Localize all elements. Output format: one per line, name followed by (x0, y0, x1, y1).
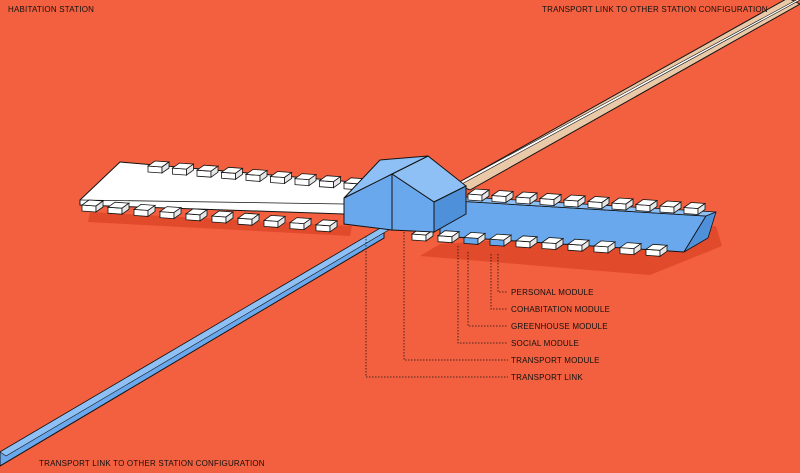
personal-module (269, 171, 293, 185)
personal-module (682, 202, 707, 216)
personal-module (610, 197, 635, 211)
personal-module (195, 164, 220, 178)
legend-greenhouse-module: GREENHOUSE MODULE (511, 322, 608, 331)
personal-module (314, 219, 339, 233)
personal-module (158, 206, 183, 220)
personal-module (514, 191, 539, 205)
personal-module (210, 210, 235, 224)
legend-transport-link: TRANSPORT LINK (511, 373, 583, 382)
personal-module (146, 160, 171, 174)
personal-module (184, 208, 209, 222)
leader-lines (365, 232, 508, 378)
personal-module (566, 238, 591, 252)
personal-module (540, 237, 565, 251)
central-transport-module (343, 155, 467, 233)
personal-module (236, 212, 261, 226)
shadow-left-wing (88, 212, 352, 236)
legend-cohabitation-module: COHABITATION MODULE (511, 305, 611, 314)
personal-module (618, 242, 643, 256)
bottom-transport-link (0, 225, 393, 467)
legend-social-module: SOCIAL MODULE (511, 339, 580, 348)
right-bottom-modules (410, 228, 669, 258)
personal-module (644, 243, 669, 258)
personal-module (466, 188, 491, 202)
right-wing (410, 188, 717, 258)
personal-module (634, 199, 659, 213)
personal-module (80, 199, 105, 213)
personal-module (658, 200, 683, 214)
legend-transport-module: TRANSPORT MODULE (511, 356, 600, 365)
personal-module (538, 193, 563, 207)
left-bottom-modules (80, 199, 339, 233)
right-top-modules (466, 188, 707, 216)
personal-module (244, 168, 269, 183)
personal-module (106, 201, 131, 215)
personal-module (514, 235, 539, 249)
personal-module (220, 166, 244, 181)
personal-module (262, 214, 287, 229)
top-transport-link-label: TRANSPORT LINK TO OTHER STATION CONFIGUR… (542, 5, 768, 14)
personal-module (592, 240, 617, 254)
personal-module (318, 175, 342, 189)
personal-module (132, 203, 157, 218)
station-title: HABITATION STATION (8, 5, 95, 14)
personal-module (462, 231, 487, 246)
personal-module (288, 217, 313, 231)
personal-module (490, 190, 515, 204)
personal-module (171, 162, 195, 176)
personal-module (488, 233, 513, 247)
personal-module (586, 196, 611, 210)
bottom-transport-link-label: TRANSPORT LINK TO OTHER STATION CONFIGUR… (39, 459, 265, 468)
top-transport-link (454, 0, 800, 191)
personal-module (436, 230, 461, 244)
personal-module (293, 173, 318, 187)
personal-module (562, 194, 587, 208)
legend-personal-module: PERSONAL MODULE (511, 288, 594, 297)
